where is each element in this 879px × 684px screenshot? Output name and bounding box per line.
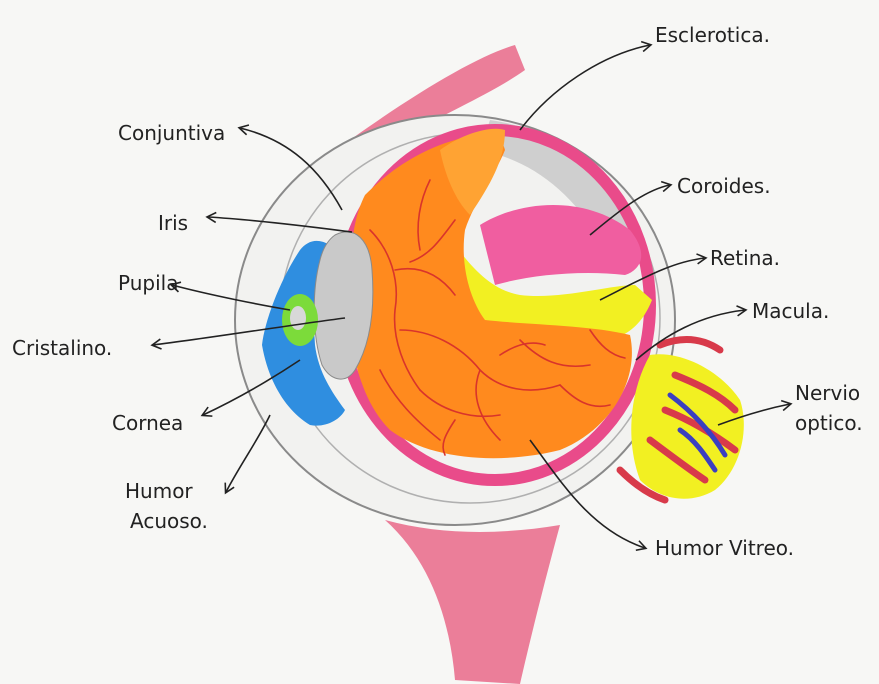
label-cristalino: Cristalino.	[12, 336, 112, 360]
label-cornea: Cornea	[112, 411, 183, 435]
label-macula: Macula.	[752, 299, 829, 323]
label-humor-acuoso-line1: Humor	[125, 479, 193, 503]
label-retina: Retina.	[710, 246, 780, 270]
label-coroides: Coroides.	[677, 174, 771, 198]
label-pupila: Pupila	[118, 271, 178, 295]
label-humor-acuoso-line2: Acuoso.	[130, 509, 208, 533]
label-humor-vitreo: Humor Vitreo.	[655, 536, 794, 560]
label-iris: Iris	[158, 211, 188, 235]
lower-muscle	[385, 520, 560, 684]
label-esclerotica: Esclerotica.	[655, 23, 770, 47]
label-nervio-line2: optico.	[795, 411, 863, 435]
pupil-center	[290, 306, 306, 330]
label-conjuntiva: Conjuntiva	[118, 121, 225, 145]
label-nervio-line1: Nervio	[795, 381, 860, 405]
